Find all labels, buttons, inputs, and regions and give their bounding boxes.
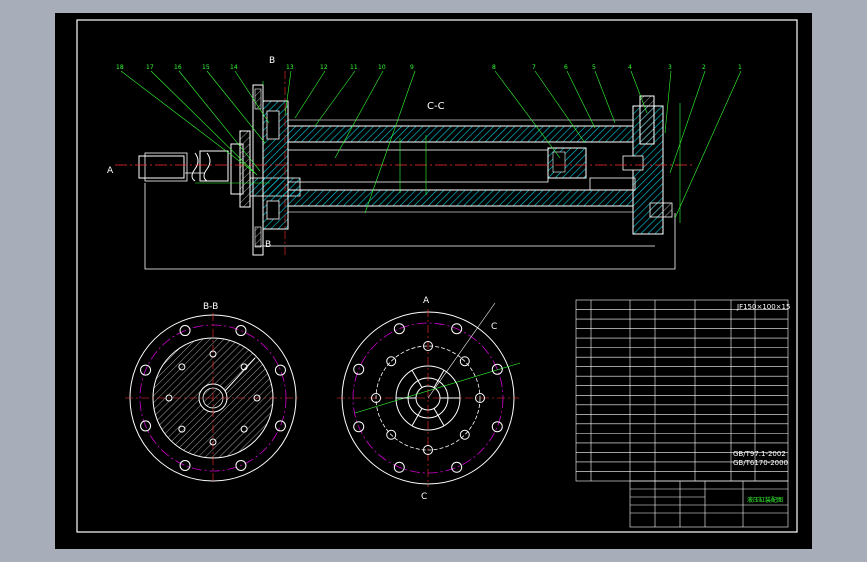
leader-label: 11	[350, 64, 358, 71]
inner-hole	[240, 425, 248, 433]
bolt-hole	[451, 461, 463, 473]
section-title-bb: B-B	[203, 302, 218, 312]
leader-label: 18	[116, 64, 124, 71]
bolt-hole	[393, 323, 405, 335]
bolt-hole	[393, 461, 405, 473]
inner-hole	[423, 341, 433, 351]
title-block-name: 液压缸装配图	[747, 496, 783, 504]
leader-label: 3	[668, 64, 672, 71]
leader-label: 16	[174, 64, 182, 71]
view-label-a-left: A	[107, 166, 114, 176]
leader-label: 9	[410, 64, 414, 71]
bolt-hole	[491, 363, 503, 375]
bom-header-title: JF150×100×15	[736, 303, 790, 311]
bolt-hole	[353, 363, 365, 375]
inner-hole	[459, 356, 470, 367]
inner-hole	[459, 429, 470, 440]
leader-label: 12	[320, 64, 328, 71]
inner-hole	[475, 393, 485, 403]
bolt-hole	[140, 420, 152, 432]
bom-spec-1: GB/T97.1-2002	[733, 450, 786, 458]
view-label-c-right: C	[491, 322, 497, 332]
view-label-b-top: B	[269, 56, 275, 66]
leader-label: 1	[738, 64, 742, 71]
inner-hole	[178, 425, 186, 433]
bolt-hole	[235, 325, 247, 337]
leader-label: 7	[532, 64, 536, 71]
bolt-hole	[179, 325, 191, 337]
inner-hole	[371, 393, 381, 403]
inner-hole	[240, 363, 248, 371]
cylinder-assembly-drawing: C-C A B B 18 17 16 15 14 13 12 11 10 9 8 7 6 5 4 3 2 1 B-…	[76, 19, 798, 533]
leader-label: 13	[286, 64, 294, 71]
end-view-a	[337, 302, 521, 487]
leader-label: 10	[378, 64, 386, 71]
inner-hole	[165, 394, 173, 402]
bolt-hole	[274, 364, 286, 376]
bolt-hole	[235, 459, 247, 471]
main-section-view	[115, 70, 742, 270]
part-number-leaders: 18 17 16 15 14 13 12 11 10 9 8 7 6 5 4 3 2 1	[116, 64, 742, 71]
bill-of-materials	[575, 299, 789, 482]
bolt-hole	[491, 421, 503, 433]
leader-label: 15	[202, 64, 210, 71]
view-label-b-bottom: B	[265, 240, 271, 250]
leader-label: 8	[492, 64, 496, 71]
bolt-hole	[451, 323, 463, 335]
inner-hole	[423, 445, 433, 455]
leader-label: 5	[592, 64, 596, 71]
leader-label: 4	[628, 64, 632, 71]
drawing-border	[76, 19, 798, 533]
bolt-hole	[140, 364, 152, 376]
inner-hole	[209, 350, 217, 358]
inner-hole	[386, 356, 397, 367]
leader-label: 2	[702, 64, 706, 71]
leader-label: 6	[564, 64, 568, 71]
bom-spec-2: GB/T6170-2000	[733, 459, 788, 467]
inner-hole	[178, 363, 186, 371]
section-title-cc: C-C	[427, 101, 445, 112]
view-label-c-bottom: C	[421, 492, 427, 502]
inner-hole	[386, 429, 397, 440]
view-label-a-top: A	[423, 296, 430, 306]
leader-label: 17	[146, 64, 154, 71]
title-block	[629, 480, 789, 528]
section-bb-view	[125, 313, 301, 483]
leader-label: 14	[230, 64, 238, 71]
cad-viewport[interactable]: C-C A B B 18 17 16 15 14 13 12 11 10 9 8 7 6 5 4 3 2 1 B-…	[55, 13, 812, 549]
bolt-hole	[353, 421, 365, 433]
inner-hole	[253, 394, 261, 402]
bolt-hole	[179, 459, 191, 471]
bolt-hole	[274, 420, 286, 432]
inner-hole	[209, 438, 217, 446]
